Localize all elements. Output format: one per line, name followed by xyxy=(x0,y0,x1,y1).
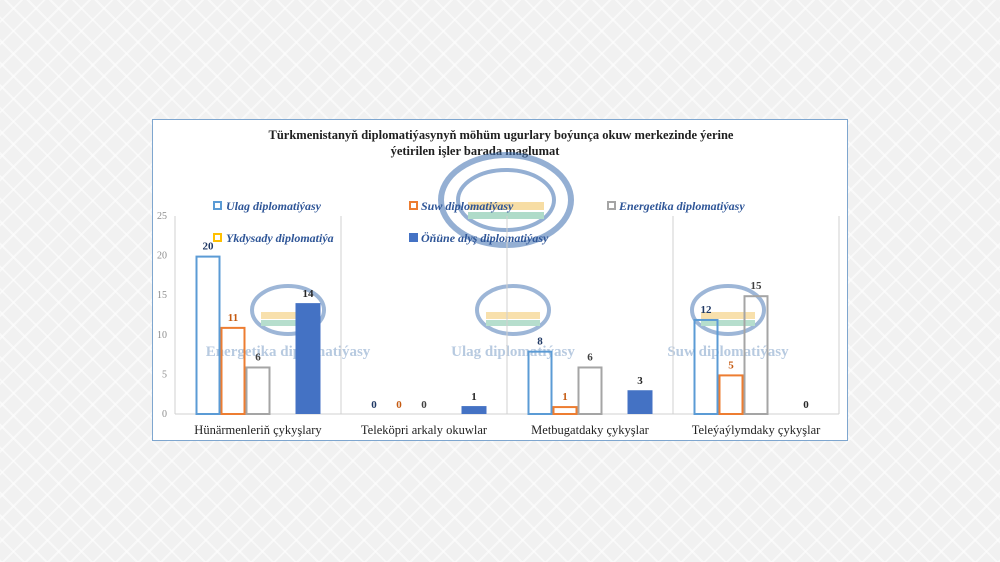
bar-series-1-cat-2 xyxy=(552,406,578,415)
data-label-series-4-cat-3: 0 xyxy=(803,399,809,411)
legend-item-energetika: Energetika diplomatiýasy xyxy=(607,199,745,213)
data-label-series-0-cat-3: 12 xyxy=(701,304,713,316)
emblem-watermark-2 xyxy=(475,284,551,336)
data-label-series-2-cat-0: 6 xyxy=(255,351,261,363)
chart-frame: Türkmenistanyň diplomatiýasynyň möhüm ug… xyxy=(152,119,848,441)
bar-series-1-cat-3 xyxy=(718,374,744,415)
y-tick-label-10: 10 xyxy=(157,330,167,341)
legend-swatch-ykdysady xyxy=(213,233,222,242)
y-tick-label-0: 0 xyxy=(162,409,167,420)
legend-item-onune-alys: Öňüne alyş diplomatiýasy xyxy=(409,231,549,245)
legend-label-ulag: Ulag diplomatiýasy xyxy=(226,199,322,213)
data-label-series-0-cat-2: 8 xyxy=(537,336,543,348)
data-label-series-0-cat-1: 0 xyxy=(371,399,377,411)
data-label-series-4-cat-0: 14 xyxy=(303,288,315,300)
bar-series-4-cat-0 xyxy=(295,303,321,414)
chart-title-line-1: Türkmenistanyň diplomatiýasynyň möhüm ug… xyxy=(269,128,734,142)
watermark-text-1: Energetika diplomatiýasy xyxy=(206,344,371,360)
y-tick-label-5: 5 xyxy=(162,369,167,380)
data-label-series-0-cat-0: 20 xyxy=(203,241,215,253)
bar-series-2-cat-3 xyxy=(743,295,769,415)
bar-series-4-cat-1 xyxy=(461,406,487,414)
category-label-2: Metbugatdaky çykyşlar xyxy=(531,423,650,437)
legend-swatch-onune-alys xyxy=(409,233,418,242)
legend-label-onune-alys: Öňüne alyş diplomatiýasy xyxy=(421,231,549,245)
watermark-text-2: Ulag diplomatiýasy xyxy=(451,344,575,360)
legend-label-ykdysady: Ykdysady diplomatiýa xyxy=(226,231,334,245)
legend-swatch-energetika xyxy=(607,201,616,210)
bar-series-2-cat-2 xyxy=(577,366,603,415)
emblem-watermark-1 xyxy=(250,284,326,336)
emblem-watermark-3 xyxy=(690,284,766,336)
watermark-text-3: Suw diplomatiýasy xyxy=(667,344,789,360)
legend-item-ulag: Ulag diplomatiýasy xyxy=(213,199,322,213)
data-label-series-1-cat-1: 0 xyxy=(396,399,402,411)
bar-series-0-cat-2 xyxy=(527,350,553,415)
bar-series-1-cat-0 xyxy=(220,326,246,416)
chart-svg: Türkmenistanyň diplomatiýasynyň möhüm ug… xyxy=(157,128,840,437)
chart-title-line-2: ýetirilen işler barada maglumat xyxy=(391,144,561,158)
bar-series-4-cat-2 xyxy=(627,390,653,414)
category-label-0: Hünärmenleriň çykyşlary xyxy=(194,423,322,437)
legend-item-ykdysady: Ykdysady diplomatiýa xyxy=(213,231,334,245)
y-tick-label-15: 15 xyxy=(157,290,167,301)
legend-item-suw: Suw diplomatiýasy xyxy=(409,199,514,213)
category-label-1: Teleköpri arkaly okuwlar xyxy=(361,423,488,437)
data-label-series-4-cat-1: 1 xyxy=(471,391,477,403)
data-label-series-2-cat-2: 6 xyxy=(587,351,593,363)
data-label-series-2-cat-3: 15 xyxy=(751,280,763,292)
data-label-series-2-cat-1: 0 xyxy=(421,399,427,411)
data-label-series-4-cat-2: 3 xyxy=(637,375,643,387)
chart-legend: Ulag diplomatiýasy Suw diplomatiýasy Ene… xyxy=(213,199,745,245)
category-label-3: Teleýaýlymdaky çykyşlar xyxy=(692,423,821,437)
legend-swatch-ulag xyxy=(213,201,222,210)
emblem-watermark-top xyxy=(438,152,574,248)
legend-swatch-suw xyxy=(409,201,418,210)
bar-series-0-cat-3 xyxy=(693,318,719,416)
bar-series-0-cat-0 xyxy=(195,255,221,415)
bar-series-2-cat-0 xyxy=(245,366,271,415)
data-label-series-1-cat-0: 11 xyxy=(228,312,238,324)
y-tick-label-20: 20 xyxy=(157,251,167,262)
y-tick-label-25: 25 xyxy=(157,211,167,222)
data-label-series-1-cat-3: 5 xyxy=(728,359,734,371)
legend-label-energetika: Energetika diplomatiýasy xyxy=(618,199,745,213)
legend-label-suw: Suw diplomatiýasy xyxy=(421,199,514,213)
data-label-series-1-cat-2: 1 xyxy=(562,391,568,403)
